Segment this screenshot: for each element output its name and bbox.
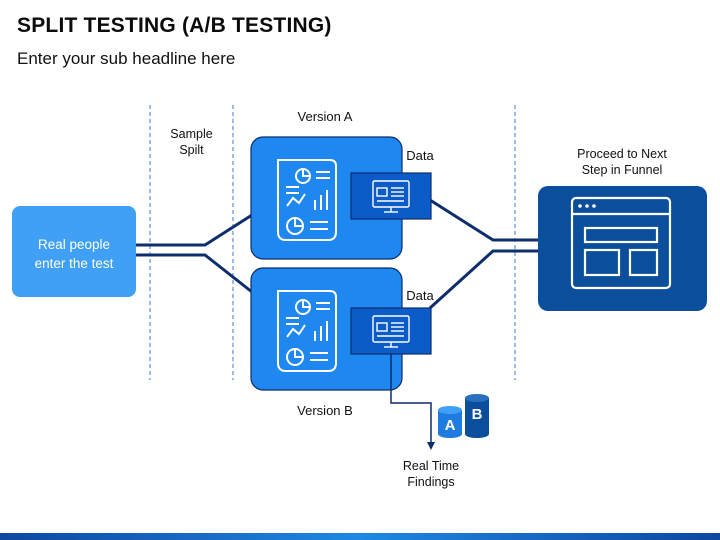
footer-bar [0, 533, 720, 540]
proceed-label: Proceed to Next Step in Funnel [577, 147, 667, 177]
page-title: SPLIT TESTING (A/B TESTING) [17, 14, 332, 37]
database-icon-a [438, 406, 462, 438]
proceed-box [538, 186, 707, 311]
connector-lines-right [428, 198, 539, 310]
badge-a: A [445, 417, 456, 434]
real-time-findings-label: Real Time Findings [402, 459, 460, 489]
data-b-label: Data [406, 288, 434, 303]
browser-window-icon [570, 196, 672, 290]
document-chart-icon-a [277, 159, 337, 241]
sample-split-label: Sample Spilt [170, 127, 213, 157]
badge-b: B [472, 406, 483, 423]
findings-connector [390, 354, 432, 442]
monitor-icon-a [372, 180, 410, 213]
browser-dots [578, 204, 596, 208]
connector-lines-left [136, 213, 253, 294]
database-icon-b [465, 394, 489, 438]
real-people-label: Real people enter the test [34, 237, 114, 271]
data-a-label: Data [406, 148, 434, 163]
document-chart-icon-b [277, 290, 337, 372]
arrow-down-icon [427, 442, 435, 450]
version-b-label: Version B [297, 403, 353, 418]
version-a-label: Version A [297, 109, 353, 124]
monitor-icon-b [372, 315, 410, 348]
real-people-box [12, 206, 136, 297]
dashed-dividers [149, 105, 516, 380]
page-subtitle: Enter your sub headline here [17, 49, 236, 68]
